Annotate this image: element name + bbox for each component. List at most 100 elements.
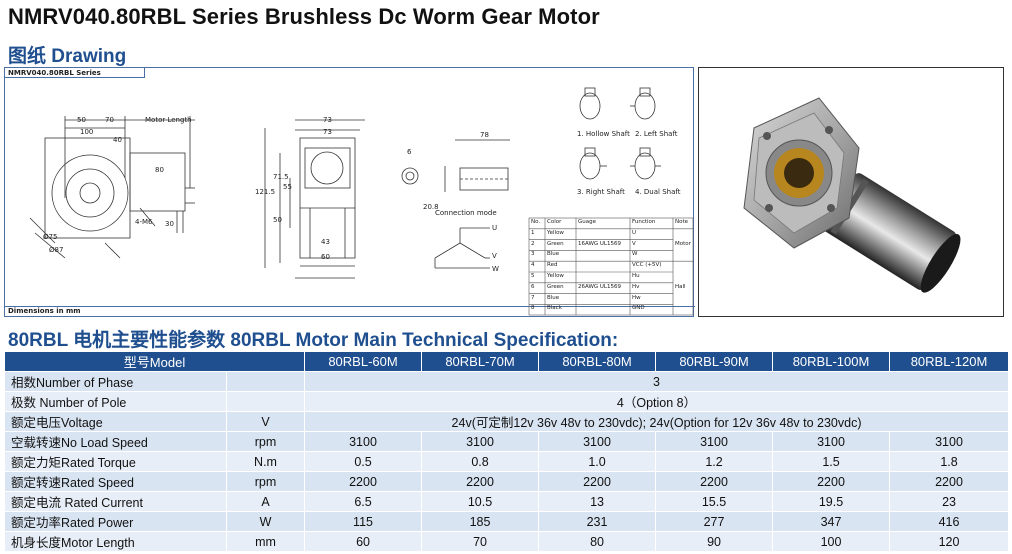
dim-4m6: 4-M6 (135, 218, 153, 226)
dim-43: 43 (321, 238, 330, 246)
row-value: 3100 (421, 431, 540, 452)
row-value: 1.0 (538, 451, 657, 472)
series-label: NMRV040.80RBL Series (8, 69, 101, 77)
row-value: 277 (655, 511, 774, 532)
drawing-lines (29, 87, 694, 316)
row-value: 3100 (538, 431, 657, 452)
row-value: 90 (655, 531, 774, 552)
row-value: 13 (538, 491, 657, 512)
wiring-cell: W (632, 251, 638, 258)
wiring-cell: 26AWG UL1569 (578, 283, 621, 290)
shaft-dual-label: 4. Dual Shaft (635, 188, 681, 196)
row-value: 2200 (421, 471, 540, 492)
row-value: 23 (889, 491, 1010, 512)
model-col: 80RBL-80M (538, 351, 657, 372)
spec-heading: 80RBL 电机主要性能参数 80RBL Motor Main Technica… (8, 330, 619, 351)
product-photo (698, 67, 1004, 317)
row-unit: rpm (225, 471, 306, 492)
row-value: 6.5 (304, 491, 423, 512)
wiring-cell: 3 (531, 251, 535, 258)
wiring-cell: Motor (675, 240, 691, 247)
row-label: 空载转速No Load Speed (4, 431, 227, 452)
row-label: 机身长度Motor Length (4, 531, 227, 552)
shaft-hollow-label: 1. Hollow Shaft (577, 130, 630, 138)
row-unit (225, 391, 306, 412)
dim-75: Ø75 (43, 233, 58, 241)
row-value: 3100 (889, 431, 1010, 452)
row-label: 额定转速Rated Speed (4, 471, 227, 492)
row-value: 347 (772, 511, 891, 532)
dim-100: 100 (80, 128, 94, 136)
model-col: 80RBL-100M (772, 351, 891, 372)
dim-30: 30 (165, 220, 174, 228)
wiring-cell: 8 (531, 305, 535, 312)
row-value: 0.5 (304, 451, 423, 472)
dim-121-5: 121.5 (255, 188, 276, 196)
dim-6: 6 (407, 148, 412, 156)
row-value: 15.5 (655, 491, 774, 512)
row-value: 185 (421, 511, 540, 532)
row-value: 100 (772, 531, 891, 552)
shaft-right-label: 3. Right Shaft (577, 188, 625, 196)
row-label: 额定电流 Rated Current (4, 491, 227, 512)
row-unit: W (225, 511, 306, 532)
wiring-cell: Red (547, 262, 558, 269)
wiring-cell: Hu (632, 273, 640, 279)
spec-header-row: 型号Model 80RBL-60M 80RBL-70M 80RBL-80M 80… (3, 351, 1010, 372)
row-value: 2200 (538, 471, 657, 492)
wiring-cell: 1 (531, 229, 535, 236)
wiring-cell: Hw (632, 294, 641, 301)
wiring-cell: Yellow (547, 229, 564, 236)
wiring-cell: 4 (531, 262, 535, 269)
dim-73: 73 (323, 128, 332, 136)
phase-v-label: V (492, 252, 497, 260)
row-value: 60 (304, 531, 423, 552)
model-col: 80RBL-60M (304, 351, 423, 372)
page-title: NMRV040.80RBL Series Brushless Dc Worm G… (8, 4, 600, 29)
motor-length-label: Motor Length (145, 116, 192, 124)
row-value: 3100 (772, 431, 891, 452)
dim-60: 60 (321, 253, 330, 261)
spec-table: 型号Model 80RBL-60M 80RBL-70M 80RBL-80M 80… (3, 351, 1010, 552)
row-value: 24v(可定制12v 36v 48v to 230vdc); 24v(Optio… (304, 411, 1010, 432)
row-value: 3100 (655, 431, 774, 452)
technical-drawing: NMRV040.80RBL Series Dimensions in mm (4, 67, 695, 317)
row-value: 3 (304, 371, 1010, 392)
wiring-cell: Hall (675, 283, 686, 290)
wiring-cell: Green (547, 283, 564, 290)
row-value: 115 (304, 511, 423, 532)
model-header: 型号Model (3, 351, 306, 372)
row-unit: N.m (225, 451, 306, 472)
drawing-title-strip (5, 68, 145, 78)
wiring-cell: 2 (531, 240, 535, 247)
dim-84: 73 (323, 116, 332, 124)
dim-20-8: 20.8 (423, 203, 439, 211)
row-value: 231 (538, 511, 657, 532)
row-value: 19.5 (772, 491, 891, 512)
wiring-header: No. (531, 219, 541, 225)
wiring-cell: Hv (632, 283, 640, 290)
dim-80: 80 (155, 166, 164, 174)
model-col: 80RBL-90M (655, 351, 774, 372)
model-col: 80RBL-120M (889, 351, 1010, 372)
row-value: 2200 (304, 471, 423, 492)
drawing-footer-strip (5, 306, 695, 316)
row-value: 416 (889, 511, 1010, 532)
drawing-heading: 图纸 Drawing (8, 46, 127, 67)
dim-50: 50 (77, 116, 86, 124)
row-label: 额定功率Rated Power (4, 511, 227, 532)
row-value: 1.5 (772, 451, 891, 472)
wiring-cell: Yellow (547, 273, 564, 279)
row-value: 2200 (655, 471, 774, 492)
row-label: 额定力矩Rated Torque (4, 451, 227, 472)
wiring-cell: 7 (531, 294, 535, 301)
phase-u-label: U (492, 224, 498, 232)
wiring-cell: Blue (547, 251, 560, 258)
motor-photo-illustration (743, 97, 961, 293)
row-value: 80 (538, 531, 657, 552)
